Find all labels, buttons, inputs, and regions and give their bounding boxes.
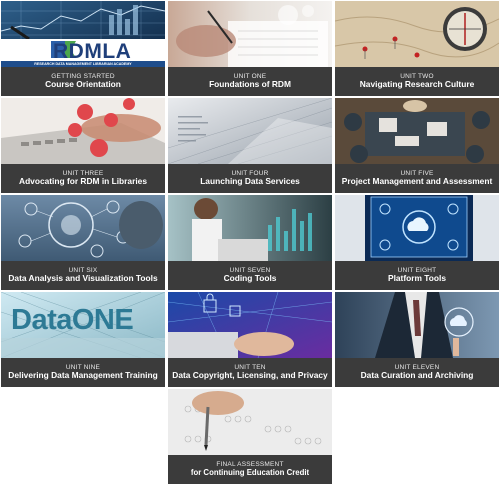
tile-unit-eight[interactable]: UNIT EIGHT Platform Tools	[335, 195, 499, 290]
unit-title: Coding Tools	[223, 273, 277, 284]
unit-label: UNIT TWO	[400, 72, 434, 80]
tile-caption: UNIT SEVEN Coding Tools	[168, 261, 332, 290]
unit-title: for Continuing Education Credit	[190, 467, 310, 477]
tile-caption: UNIT NINE Delivering Data Management Tra…	[1, 358, 165, 387]
unit-label: UNIT ELEVEN	[394, 363, 440, 371]
tile-unit-four[interactable]: UNIT FOUR Launching Data Services	[168, 98, 332, 193]
unit-title: Data Copyright, Licensing, and Privacy	[172, 370, 328, 381]
unit-label: UNIT FIVE	[400, 169, 434, 177]
tile-unit-one[interactable]: UNIT ONE Foundations of RDM	[168, 1, 332, 96]
unit-label: UNIT ONE	[233, 72, 267, 80]
tile-unit-three[interactable]: UNIT THREE Advocating for RDM in Librari…	[1, 98, 165, 193]
tile-caption: UNIT THREE Advocating for RDM in Librari…	[1, 164, 165, 193]
tile-caption: UNIT EIGHT Platform Tools	[335, 261, 499, 290]
unit-two-image	[335, 1, 499, 67]
tile-course-orientation[interactable]: RDMLA RESEARCH DATA MANAGEMENT LIBRARIAN…	[1, 1, 165, 96]
unit-title: Launching Data Services	[200, 176, 300, 187]
tile-caption: UNIT ELEVEN Data Curation and Archiving	[335, 358, 499, 387]
unit-title: Navigating Research Culture	[359, 79, 475, 90]
tile-caption: UNIT SIX Data Analysis and Visualization…	[1, 261, 165, 290]
tile-unit-seven[interactable]: UNIT SEVEN Coding Tools	[168, 195, 332, 290]
unit-ten-image	[168, 292, 332, 358]
unit-title: Delivering Data Management Training	[8, 370, 158, 381]
unit-four-image	[168, 98, 332, 164]
unit-label: UNIT NINE	[65, 363, 101, 371]
final-assessment-image	[168, 389, 332, 455]
unit-title: Course Orientation	[45, 79, 121, 90]
tile-unit-six[interactable]: UNIT SIX Data Analysis and Visualization…	[1, 195, 165, 290]
unit-label: UNIT THREE	[62, 169, 104, 177]
unit-label: UNIT EIGHT	[397, 266, 437, 274]
unit-label: UNIT TEN	[234, 363, 266, 371]
rdmla-logo-text: RDMLA	[53, 40, 132, 63]
rdmla-logo-subtitle: RESEARCH DATA MANAGEMENT LIBRARIAN ACADE…	[34, 61, 132, 66]
unit-label: FINAL ASSESSMENT	[216, 461, 284, 469]
tile-unit-two[interactable]: UNIT TWO Navigating Research Culture	[335, 1, 499, 96]
tile-caption: UNIT FIVE Project Management and Assessm…	[335, 164, 499, 193]
course-orientation-image	[1, 1, 165, 67]
tile-unit-ten[interactable]: UNIT TEN Data Copyright, Licensing, and …	[168, 292, 332, 387]
tile-unit-eleven[interactable]: UNIT ELEVEN Data Curation and Archiving	[335, 292, 499, 387]
unit-seven-image	[168, 195, 332, 261]
unit-label: UNIT SIX	[68, 266, 98, 274]
unit-one-image	[168, 1, 332, 67]
unit-title: Data Curation and Archiving	[360, 370, 474, 381]
unit-label: GETTING STARTED	[51, 72, 115, 80]
unit-title: Project Management and Assessment	[341, 176, 493, 187]
unit-title: Platform Tools	[387, 273, 446, 284]
unit-title: Data Analysis and Visualization Tools	[8, 273, 158, 284]
tile-unit-five[interactable]: UNIT FIVE Project Management and Assessm…	[335, 98, 499, 193]
unit-label: UNIT SEVEN	[229, 266, 271, 274]
unit-eleven-image	[335, 292, 499, 358]
unit-eight-image	[335, 195, 499, 261]
tile-caption: UNIT FOUR Launching Data Services	[168, 164, 332, 193]
dataone-logo-text: DataONE	[11, 304, 134, 336]
tile-unit-nine[interactable]: DataONE UNIT NINE Delivering Data Manage…	[1, 292, 165, 387]
unit-title: Advocating for RDM in Libraries	[19, 176, 147, 187]
tile-final-assessment[interactable]: FINAL ASSESSMENT for Continuing Educatio…	[168, 389, 332, 484]
unit-label: UNIT FOUR	[231, 169, 269, 177]
tile-caption: GETTING STARTED Course Orientation	[1, 67, 165, 96]
unit-six-image	[1, 195, 165, 261]
tile-caption: UNIT TEN Data Copyright, Licensing, and …	[168, 358, 332, 387]
unit-three-image	[1, 98, 165, 164]
tile-caption: FINAL ASSESSMENT for Continuing Educatio…	[168, 455, 332, 484]
unit-title: Foundations of RDM	[209, 79, 291, 90]
unit-nine-image	[1, 292, 165, 358]
tile-caption: UNIT TWO Navigating Research Culture	[335, 67, 499, 96]
tile-caption: UNIT ONE Foundations of RDM	[168, 67, 332, 96]
unit-five-image	[335, 98, 499, 164]
